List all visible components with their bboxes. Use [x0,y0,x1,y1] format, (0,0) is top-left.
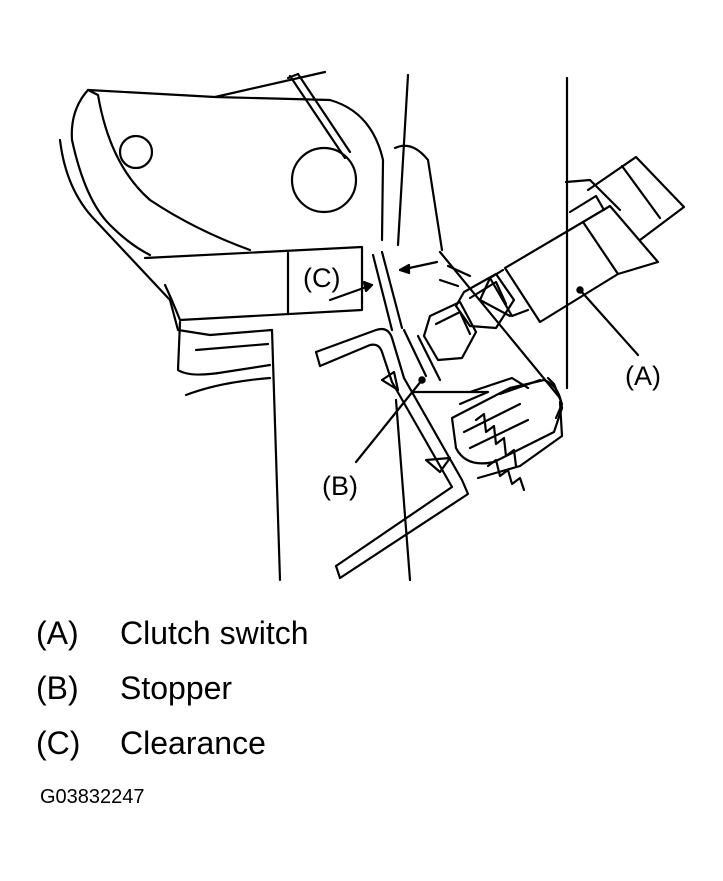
clutch-switch-body [478,155,686,324]
legend-label: Stopper [120,670,233,706]
pedal-bracket [58,70,385,337]
leader-lines [354,286,640,464]
plunger-spring [450,376,564,492]
pivot-pin [290,146,358,214]
legend-key: (B) [36,670,79,706]
pedal-arm [270,73,569,582]
legend: (A) Clutch switch (B) Stopper (C) Cleara… [36,606,676,771]
callout-b: (B) [322,471,358,501]
legend-key: (A) [36,615,79,651]
legend-label: Clutch switch [120,615,309,651]
bracket-hole [118,134,154,170]
legend-label: Clearance [120,725,266,761]
legend-item: (A) Clutch switch [36,606,676,661]
stopper-bracket [143,245,364,397]
stopper-rod [314,327,490,580]
legend-item: (C) Clearance [36,716,676,771]
clearance-dimension [328,250,439,332]
legend-key: (C) [36,725,81,761]
figure-id: G03832247 [40,786,145,808]
clutch-switch-diagram: (A) (B) (C) [58,70,686,582]
legend-item: (B) Stopper [36,661,676,716]
lock-nuts [402,264,516,382]
callout-c: (C) [303,263,340,293]
callout-a: (A) [625,361,661,391]
